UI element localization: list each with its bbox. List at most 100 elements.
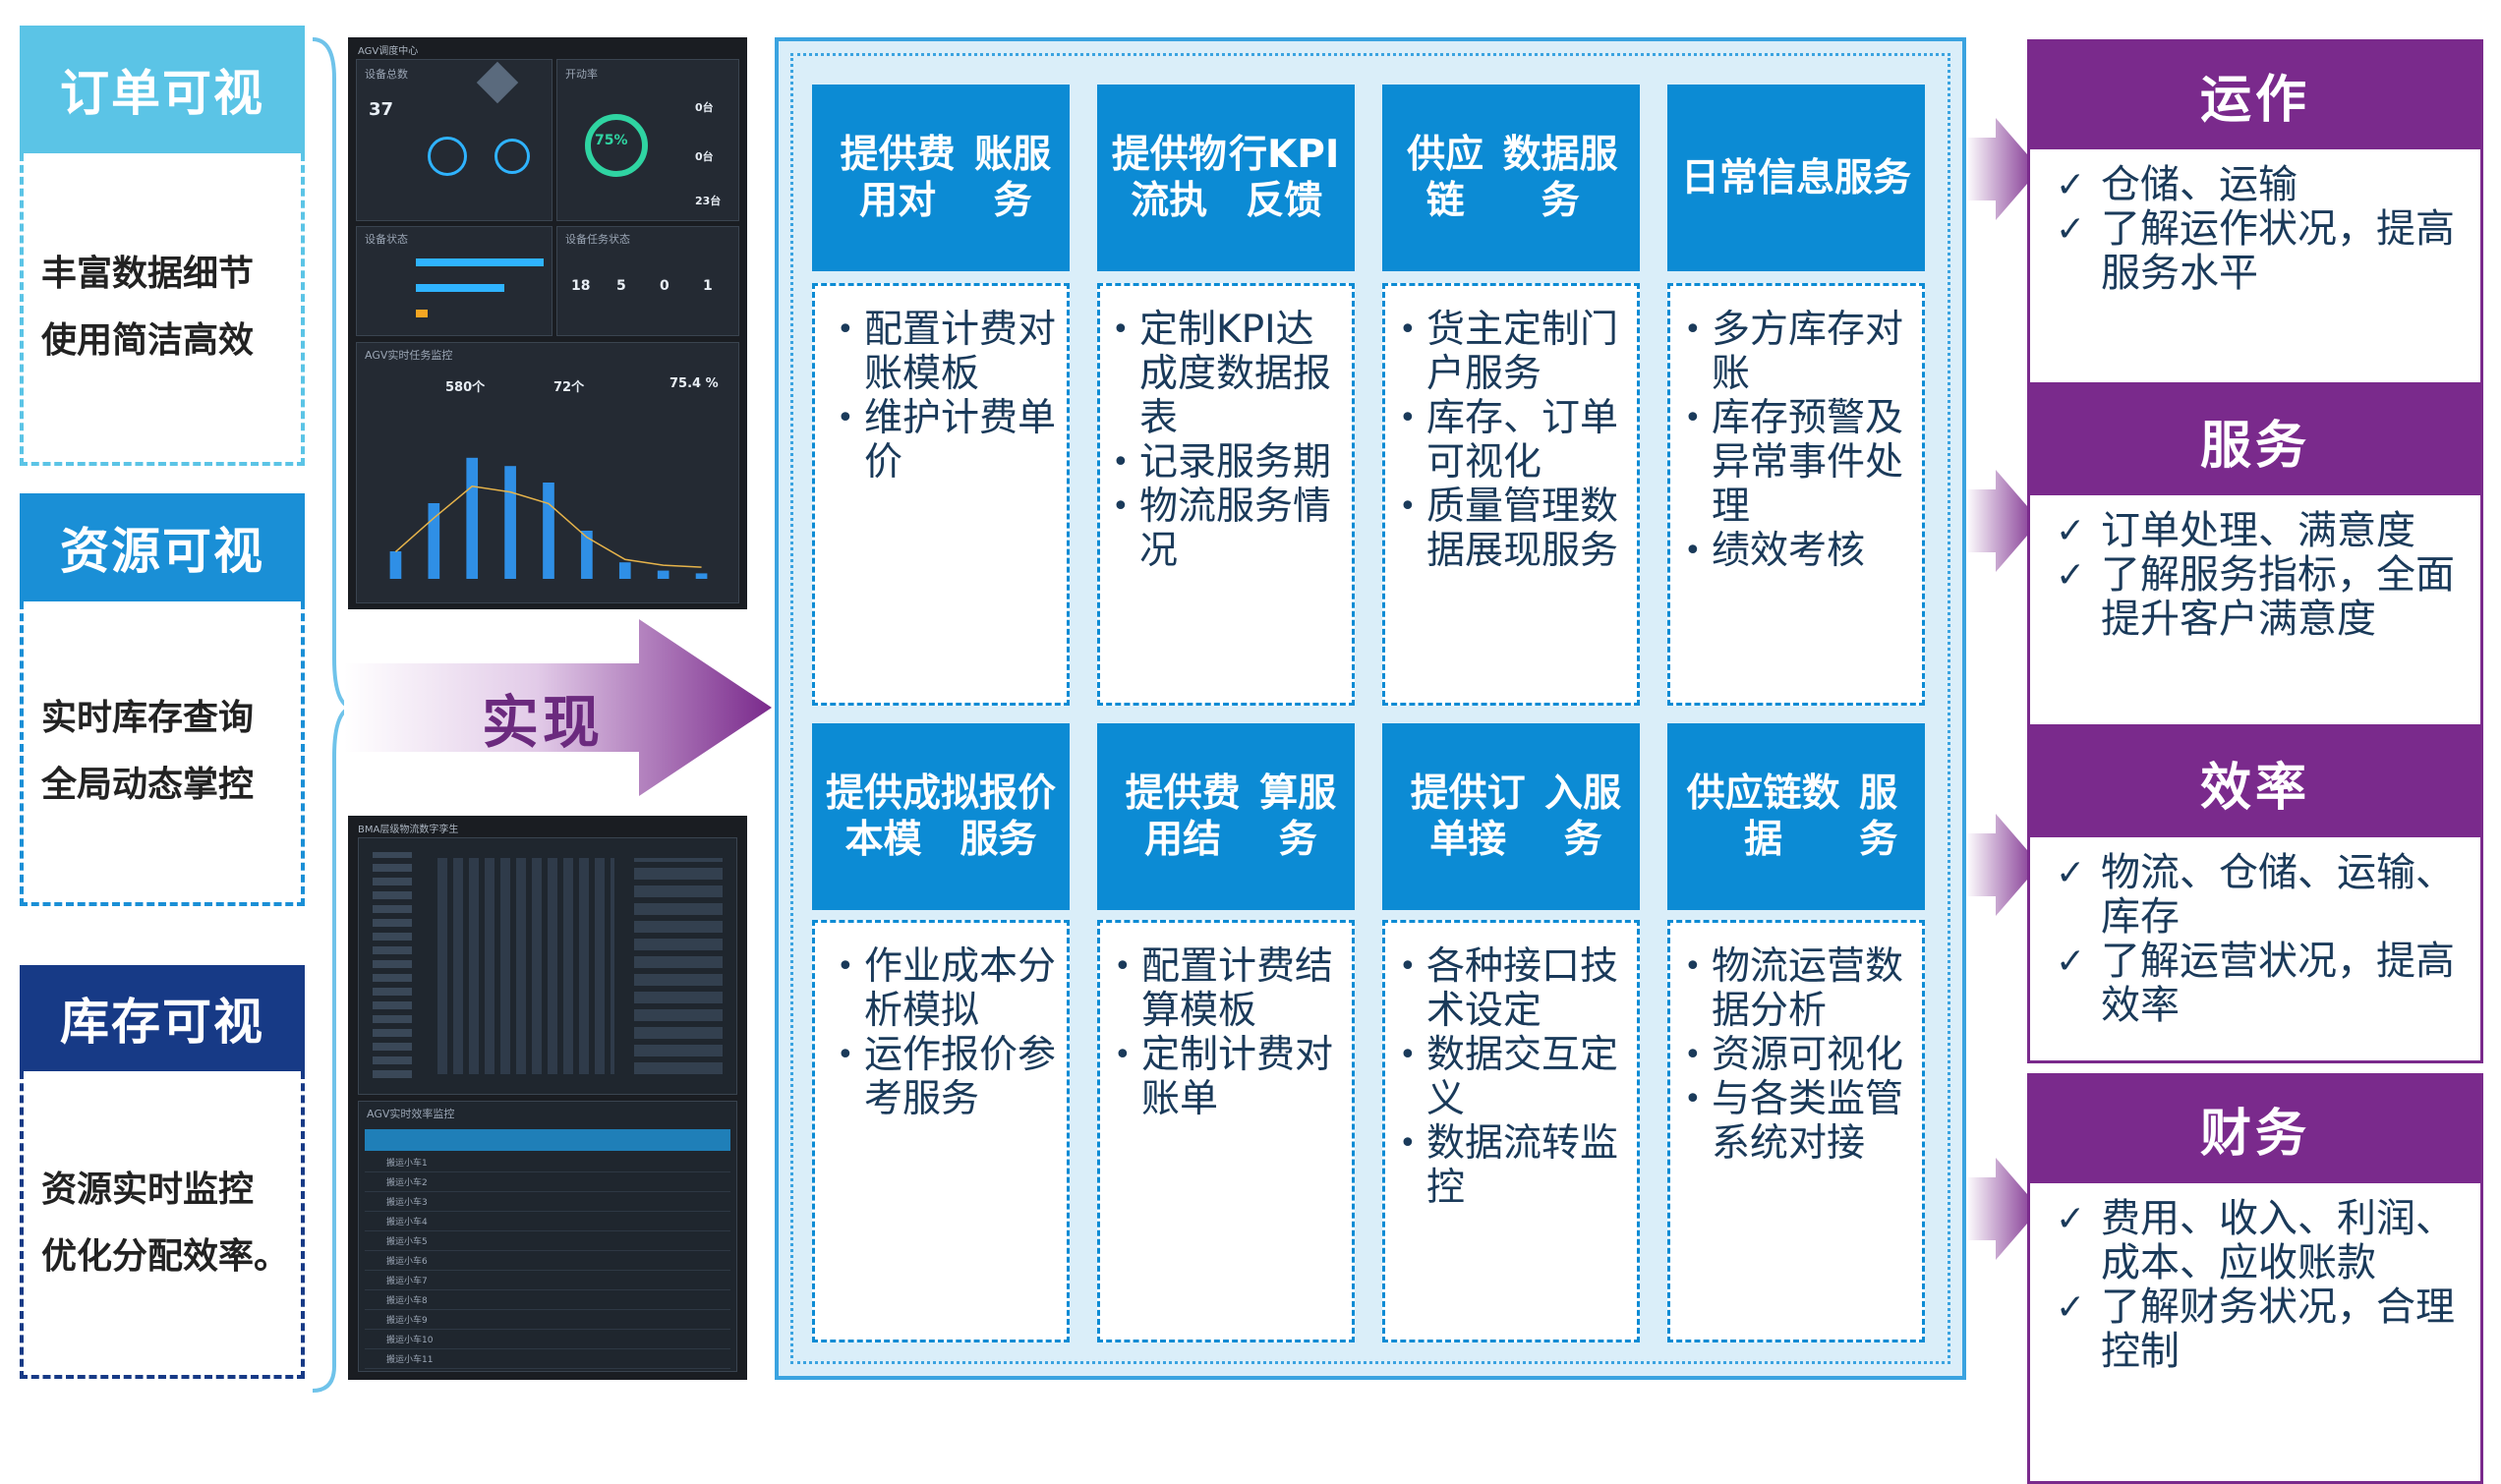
table-title: AGV实时效率监控 [367,1108,455,1120]
header-line: 提供物流执 [1111,133,1227,223]
header-line: 算服务 [1259,771,1337,862]
service-body: 作业成本分析模拟运作报价参考服务 [812,920,1070,1342]
header-line: 提供费用对 [840,133,956,223]
service-header: 供应链数据服务 [1382,85,1640,271]
right-value-2: 0台 [695,150,714,163]
row-label: 搬运小车7 [386,1277,428,1286]
row-label: 搬运小车2 [386,1178,428,1188]
box-title: 运作 [2027,39,2483,149]
check-item: 了解服务指标，全面提升客户满意度 [2056,553,2469,642]
task-value: 0 [660,278,669,294]
box-finance: 财务 费用、收入、利润、成本、应收账款 了解财务状况，合理控制 [2027,1073,2483,1484]
table-row: 搬运小车6 [365,1251,730,1271]
box-title: 服务 [2027,385,2483,495]
row-label: 搬运小车9 [386,1316,428,1326]
service-item: 各种接口技术设定 [1399,944,1627,1033]
mini-bar [581,531,593,579]
kpi-ring [585,114,648,177]
status-label: 设备状态 [365,233,408,246]
header-line: 提供成本模 [826,771,942,862]
row-label: 搬运小车1 [386,1159,428,1169]
row-label: 搬运小车4 [386,1218,428,1227]
service-item: 运作报价参考服务 [837,1033,1057,1121]
card-body: 实时库存查询 全局动态掌控 [20,601,305,906]
box-efficiency: 效率 物流、仓储、运输、库存 了解运营状况，提高效率 [2027,727,2483,1063]
service-item: 定制KPI达成度数据报表 [1112,308,1342,440]
table-panel: AGV实时效率监控 搬运小车1 搬运小车2 搬运小车3 搬运小车4 搬运小车5 搬运小车6… [358,1101,737,1372]
chart-title: AGV实时任务监控 [365,349,453,362]
header-line: 提供订单接 [1410,771,1526,862]
service-item: 配置计费结算模板 [1114,944,1342,1033]
device-total-label: 设备总数 [365,68,408,81]
header-line: 日常 [1681,155,1759,200]
header-line: 服务 [1859,771,1898,862]
service-item: 质量管理数据展现服务 [1399,485,1627,573]
card-line: 资源实时监控 [41,1169,255,1210]
mini-line [394,485,702,568]
box-operations: 运作 仓储、运输 了解运作状况，提高服务水平 [2027,39,2483,385]
service-header: 提供成本模拟报价服务 [812,723,1070,910]
mini-bar [428,503,440,579]
service-item: 资源可视化 [1684,1033,1912,1077]
status-bar [416,284,504,292]
task-panel: 设备任务状态 18 5 0 1 [556,226,739,336]
warehouse-map [358,837,737,1095]
check-item: 了解财务状况，合理控制 [2056,1285,2469,1374]
service-header: 提供物流执行KPI反馈 [1097,85,1355,271]
box-title: 效率 [2027,727,2483,837]
service-header: 供应链数据服务 [1667,723,1925,910]
card-line: 优化分配效率。 [41,1235,290,1277]
row-label: 搬运小车6 [386,1257,428,1267]
task-monitor-panel: AGV实时任务监控 580个 72个 75.4 % [356,342,739,603]
task-label: 设备任务状态 [565,233,630,246]
service-item: 物流服务情况 [1112,485,1342,573]
box-body: 订单处理、满意度 了解服务指标，全面提升客户满意度 [2027,495,2483,727]
check-item: 费用、收入、利润、成本、应收账款 [2056,1197,2469,1285]
card-title: 资源可视 [20,493,305,601]
header-line: 供应链 [1407,133,1484,223]
row-label: 搬运小车5 [386,1237,428,1247]
card-inventory-visibility: 库存可视 资源实时监控 优化分配效率。 [20,965,305,1379]
kpi-panel: 开动率 75% 0台 0台 23台 [556,59,739,221]
kpi-value: 75% [595,133,628,148]
table-row: 搬运小车2 [365,1172,730,1192]
service-body: 货主定制门户服务库存、订单可视化质量管理数据展现服务 [1382,283,1640,706]
mini-bar [657,570,669,579]
metric-value: 72个 [553,380,585,395]
mini-bar [389,551,402,579]
check-item: 了解运营状况，提高效率 [2056,940,2469,1028]
table-row: 搬运小车5 [365,1231,730,1251]
header-line: 数据服务 [1502,133,1618,223]
mini-bar [504,466,516,579]
service-body: 配置计费结算模板定制计费对账单 [1097,920,1355,1342]
device-panel: 设备总数 37 [356,59,553,221]
bracket-arrow-graphic [312,37,772,1393]
metric-value: 75.4 % [669,376,719,391]
service-header: 提供订单接入服务 [1382,723,1640,910]
service-item: 货主定制门户服务 [1399,308,1627,396]
service-item: 维护计费单价 [837,396,1057,485]
metric-value: 580个 [445,380,486,395]
service-item: 配置计费对账模板 [837,308,1057,396]
service-item: 作业成本分析模拟 [837,944,1057,1033]
card-body: 丰富数据细节 使用简洁高效 [20,153,305,466]
check-item: 订单处理、满意度 [2056,509,2469,554]
table-row: 搬运小车4 [365,1212,730,1231]
card-order-visibility: 订单可视 丰富数据细节 使用简洁高效 [20,26,305,466]
mini-bar [618,562,631,579]
dashboard-top: AGV调度中心 设备总数 37 开动率 75% 0台 0台 23台 设备状态 设… [348,37,747,609]
header-line: 账服务 [974,133,1052,223]
kpi-label: 开动率 [565,68,598,81]
box-icon [476,61,519,104]
table-row: 搬运小车3 [365,1192,730,1212]
service-header: 提供费用对账服务 [812,85,1070,271]
dashboard-title: AGV调度中心 [358,46,419,57]
row-label: 搬运小车8 [386,1296,428,1306]
services-frame-inner [790,53,1950,1364]
efficiency-table: 搬运小车1 搬运小车2 搬运小车3 搬运小车4 搬运小车5 搬运小车6 搬运小车7 搬运小车8… [365,1153,730,1369]
mini-bar-chart [389,457,708,579]
dashboard-title: BMA层级物流数字孪生 [358,825,459,835]
mini-bar [466,457,479,579]
right-value-3: 23台 [695,195,722,207]
